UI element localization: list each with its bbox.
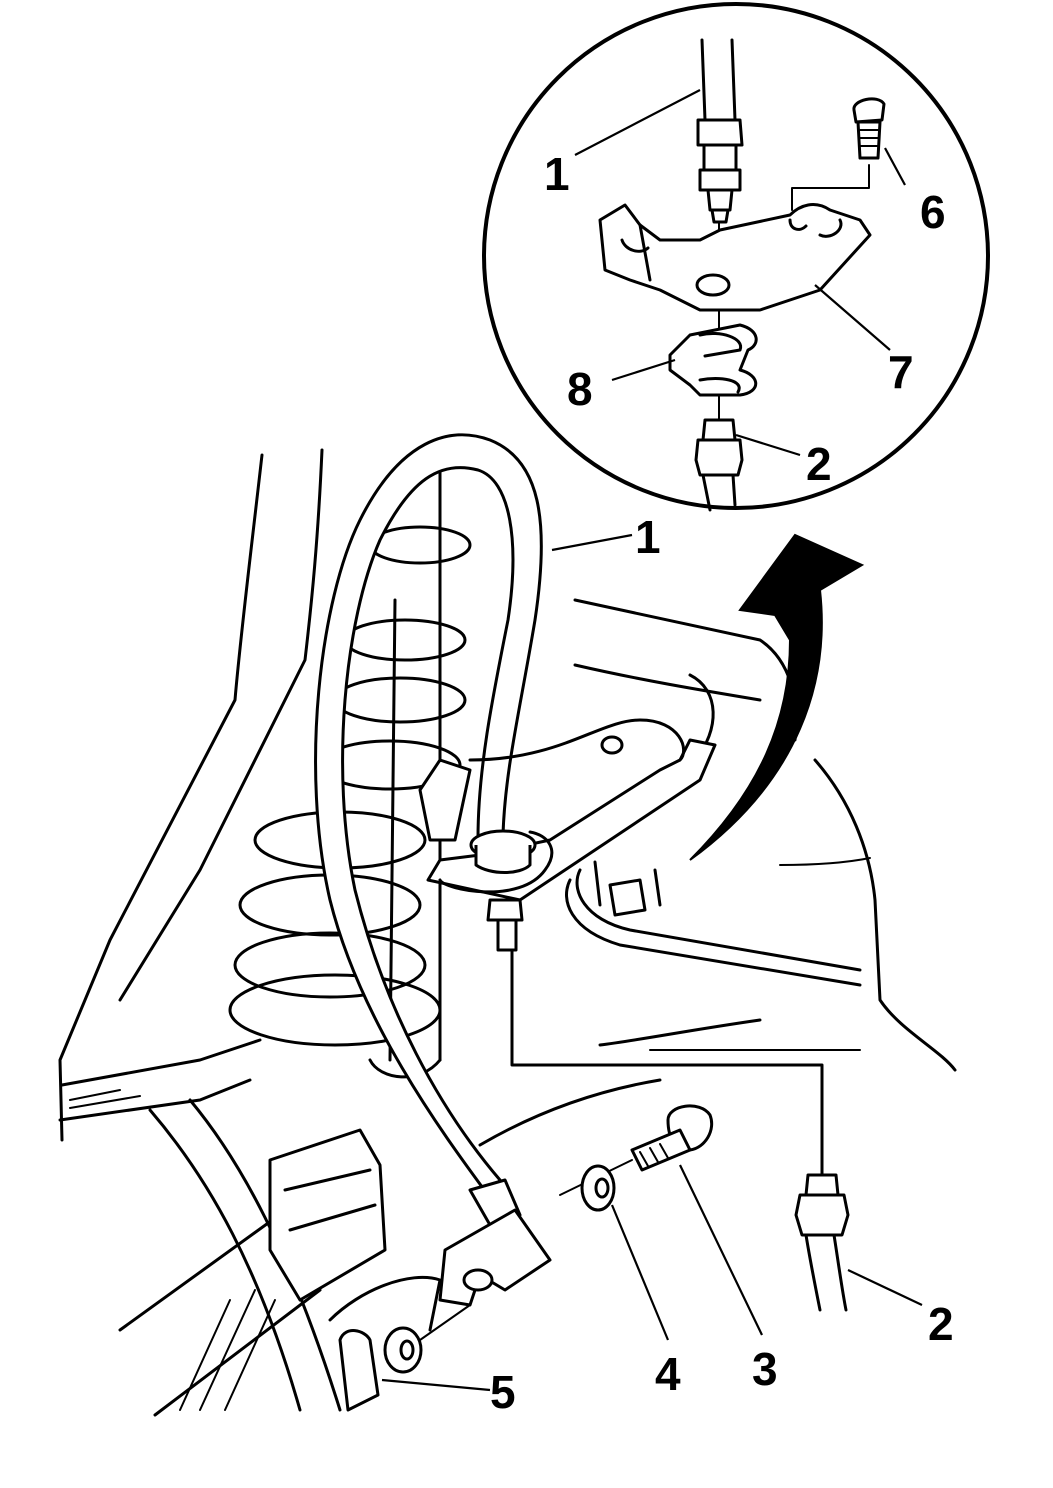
copper-washer-lower [383,1304,471,1374]
detail-view [482,2,990,512]
callout-6: 6 [920,186,946,238]
callout-2-detail: 2 [806,438,832,490]
callout-5: 5 [490,1366,516,1418]
callout-1-main: 1 [635,511,661,563]
callout-1-detail: 1 [544,148,570,200]
hose-bracket [418,718,717,952]
callout-2-main: 2 [928,1298,954,1350]
callout-8: 8 [567,363,593,415]
curved-arrow-icon [689,533,865,861]
callout-4: 4 [655,1348,681,1400]
brake-pipe [510,948,850,1312]
hose-lower-fitting [438,1178,552,1307]
copper-washer-upper [580,1164,616,1212]
rail-bolt [593,860,662,917]
caliper-boss [338,1329,380,1412]
brake-caliper [268,1128,442,1332]
callout-3: 3 [752,1343,778,1395]
leader-lines [381,89,923,1392]
callout-7: 7 [888,346,914,398]
